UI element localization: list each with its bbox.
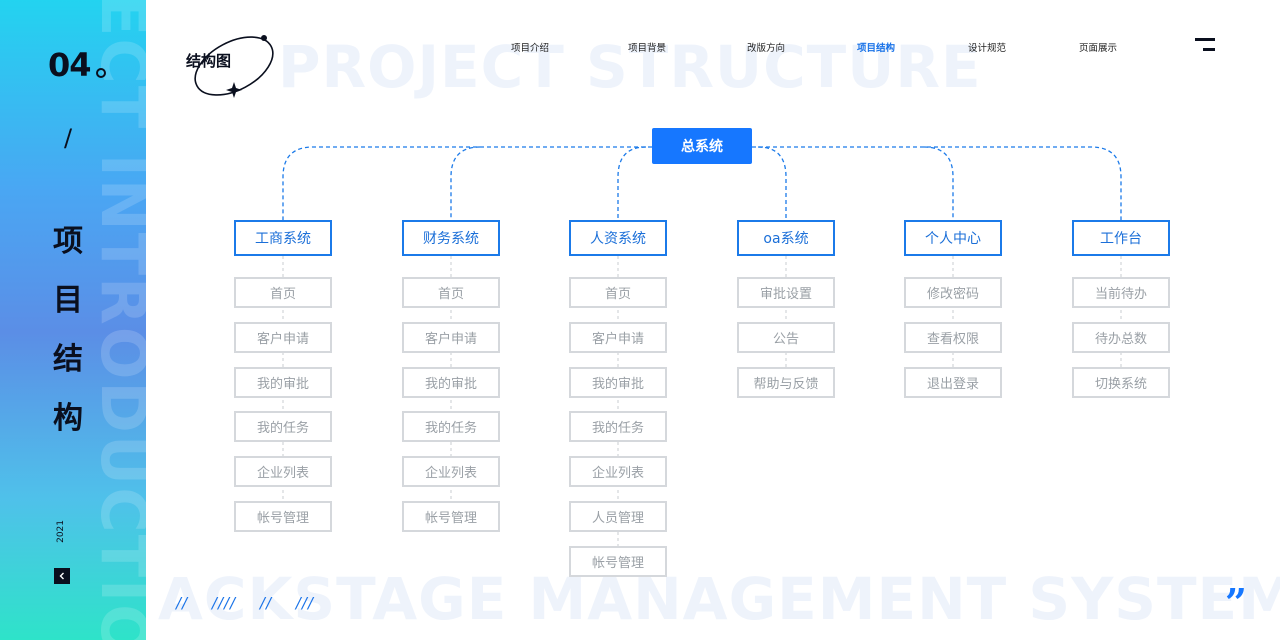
system-head-node[interactable]: 人资系统 bbox=[569, 220, 667, 256]
module-node[interactable]: 企业列表 bbox=[569, 456, 667, 487]
title-char: 结 bbox=[53, 342, 83, 377]
system-column: 个人中心 修改密码 查看权限 退出登录 bbox=[904, 220, 1002, 398]
slash-group: // bbox=[176, 594, 189, 612]
system-head-node[interactable]: 财务系统 bbox=[402, 220, 500, 256]
nav-item-page-showcase[interactable]: 页面展示 bbox=[1078, 43, 1118, 54]
module-node[interactable]: 我的审批 bbox=[569, 367, 667, 398]
module-node[interactable]: 公告 bbox=[737, 322, 835, 353]
module-node[interactable]: 帐号管理 bbox=[402, 501, 500, 532]
module-node[interactable]: 我的审批 bbox=[234, 367, 332, 398]
root-system-node[interactable]: 总系统 bbox=[652, 128, 752, 164]
decorative-slashes: // //// // /// bbox=[176, 594, 332, 612]
module-node[interactable]: 审批设置 bbox=[737, 277, 835, 308]
module-node[interactable]: 企业列表 bbox=[234, 456, 332, 487]
module-node[interactable]: 首页 bbox=[234, 277, 332, 308]
section-number: 04 bbox=[48, 46, 92, 84]
logo-text: 结构图 bbox=[186, 52, 232, 70]
module-node[interactable]: 客户申请 bbox=[402, 322, 500, 353]
module-node[interactable]: 帐号管理 bbox=[569, 546, 667, 577]
nav-item-project-structure[interactable]: 项目结构 bbox=[856, 43, 896, 54]
module-node[interactable]: 当前待办 bbox=[1072, 277, 1170, 308]
background-title: PROJECT STRUCTURE bbox=[278, 33, 982, 101]
quote-mark-icon: ” bbox=[1225, 580, 1247, 625]
module-node[interactable]: 我的审批 bbox=[402, 367, 500, 398]
module-node[interactable]: 客户申请 bbox=[234, 322, 332, 353]
module-node[interactable]: 切换系统 bbox=[1072, 367, 1170, 398]
menu-icon[interactable] bbox=[1195, 38, 1215, 52]
module-node[interactable]: 帮助与反馈 bbox=[737, 367, 835, 398]
module-node[interactable]: 修改密码 bbox=[904, 277, 1002, 308]
module-node[interactable]: 退出登录 bbox=[904, 367, 1002, 398]
module-node[interactable]: 客户申请 bbox=[569, 322, 667, 353]
title-char: 构 bbox=[53, 401, 83, 436]
nav-item-project-background[interactable]: 项目背景 bbox=[627, 43, 667, 54]
slash-group: // bbox=[259, 594, 272, 612]
module-node[interactable]: 待办总数 bbox=[1072, 322, 1170, 353]
module-node[interactable]: 查看权限 bbox=[904, 322, 1002, 353]
system-head-node[interactable]: 工作台 bbox=[1072, 220, 1170, 256]
system-head-node[interactable]: 工商系统 bbox=[234, 220, 332, 256]
module-node[interactable]: 企业列表 bbox=[402, 456, 500, 487]
system-head-node[interactable]: oa系统 bbox=[737, 220, 835, 256]
year-label: 2021 bbox=[56, 520, 66, 543]
nav-item-project-intro[interactable]: 项目介绍 bbox=[510, 43, 550, 54]
circle-dot-icon bbox=[96, 68, 106, 78]
slash-divider: / bbox=[64, 124, 73, 152]
chevron-left-icon bbox=[59, 572, 64, 580]
system-head-node[interactable]: 个人中心 bbox=[904, 220, 1002, 256]
module-node[interactable]: 我的任务 bbox=[569, 411, 667, 442]
vertical-section-title: 项 目 结 构 bbox=[48, 222, 88, 458]
sidebar-watermark: ECT INTRODUCTION bbox=[87, 0, 146, 640]
system-column: oa系统 审批设置 公告 帮助与反馈 bbox=[737, 220, 835, 398]
slash-group: //// bbox=[211, 594, 237, 612]
module-node[interactable]: 首页 bbox=[569, 277, 667, 308]
back-button[interactable] bbox=[54, 568, 70, 584]
module-node[interactable]: 帐号管理 bbox=[234, 501, 332, 532]
module-node[interactable]: 首页 bbox=[402, 277, 500, 308]
slash-group: /// bbox=[295, 594, 314, 612]
orbit-logo-icon bbox=[194, 35, 274, 98]
system-column: 人资系统 首页 客户申请 我的审批 我的任务 企业列表 人员管理 帐号管理 bbox=[569, 220, 667, 577]
background-footer-text: ACKSTAGE MANAGEMENT SYSTEM bbox=[158, 565, 1280, 633]
title-char: 项 bbox=[53, 224, 83, 259]
system-column: 财务系统 首页 客户申请 我的审批 我的任务 企业列表 帐号管理 bbox=[402, 220, 500, 532]
system-column: 工作台 当前待办 待办总数 切换系统 bbox=[1072, 220, 1170, 398]
top-navigation: 项目介绍 项目背景 改版方向 项目结构 设计规范 页面展示 bbox=[0, 40, 1280, 56]
title-char: 目 bbox=[53, 283, 83, 318]
nav-item-design-spec[interactable]: 设计规范 bbox=[967, 43, 1007, 54]
module-node[interactable]: 我的任务 bbox=[234, 411, 332, 442]
module-node[interactable]: 人员管理 bbox=[569, 501, 667, 532]
nav-item-redesign-direction[interactable]: 改版方向 bbox=[746, 43, 786, 54]
system-column: 工商系统 首页 客户申请 我的审批 我的任务 企业列表 帐号管理 bbox=[234, 220, 332, 532]
module-node[interactable]: 我的任务 bbox=[402, 411, 500, 442]
sidebar-panel: ECT INTRODUCTION 04 / 项 目 结 构 2021 bbox=[0, 0, 146, 640]
